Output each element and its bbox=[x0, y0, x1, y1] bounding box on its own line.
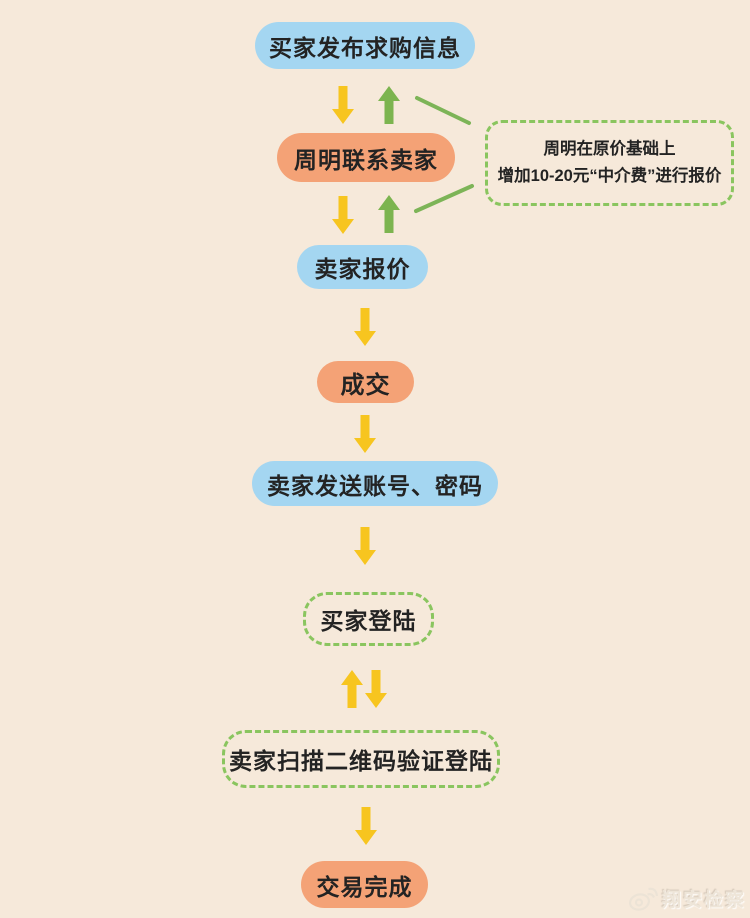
down-arrow-4 bbox=[354, 415, 376, 453]
flow-node-seller-quote: 卖家报价 bbox=[297, 245, 428, 289]
down-arrow-3 bbox=[354, 308, 376, 346]
down-arrow-6 bbox=[365, 670, 387, 708]
flow-node-seller-send-account: 卖家发送账号、密码 bbox=[252, 461, 498, 506]
flow-node-deal-complete: 交易完成 bbox=[301, 861, 428, 908]
down-arrow-7 bbox=[355, 807, 377, 845]
up-arrow-3 bbox=[341, 670, 363, 708]
up-arrow-1 bbox=[378, 86, 400, 124]
flow-node-buyer-login: 买家登陆 bbox=[303, 592, 434, 646]
flow-node-deal: 成交 bbox=[317, 361, 414, 403]
down-arrow-5 bbox=[354, 527, 376, 565]
flow-node-seller-scan-qr: 卖家扫描二维码验证登陆 bbox=[222, 730, 500, 788]
callout-connector-top bbox=[415, 96, 471, 125]
callout-line2: 增加10-20元“中介费”进行报价 bbox=[497, 167, 722, 185]
flow-node-buyer-post: 买家发布求购信息 bbox=[255, 22, 475, 69]
watermark: 翔安检察 bbox=[628, 885, 746, 912]
down-arrow-2 bbox=[332, 196, 354, 234]
flow-node-zhouming-contact: 周明联系卖家 bbox=[277, 133, 455, 182]
weibo-icon bbox=[628, 887, 658, 911]
callout-line1: 周明在原价基础上 bbox=[543, 139, 676, 158]
watermark-text: 翔安检察 bbox=[661, 890, 746, 911]
callout-middleman-fee: 周明在原价基础上 增加10-20元“中介费”进行报价 bbox=[485, 120, 734, 206]
callout-connector-bottom bbox=[414, 184, 474, 213]
down-arrow-1 bbox=[332, 86, 354, 124]
up-arrow-2 bbox=[378, 195, 400, 233]
